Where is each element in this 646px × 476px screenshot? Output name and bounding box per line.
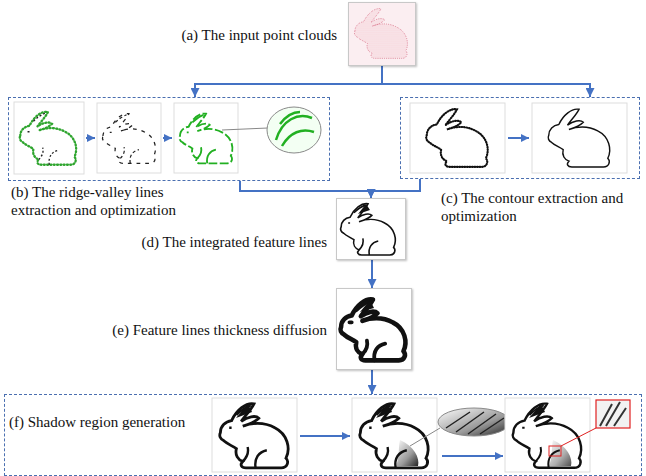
zoomed-lines xyxy=(276,112,314,146)
dashed-group: (f) Shadow region generation xyxy=(4,394,642,476)
image-frame xyxy=(352,398,437,472)
ear-shadow xyxy=(529,404,545,418)
dotted-contour-bunny xyxy=(426,109,488,167)
shadow-step-details xyxy=(229,405,267,467)
inset-box xyxy=(596,400,630,428)
stage-label: (e) Feature lines thickness diffusion xyxy=(112,321,327,339)
image-frame: (d) The integrated feature lines xyxy=(336,198,406,260)
image-ground xyxy=(348,2,416,66)
black-point-details xyxy=(28,113,59,164)
zoom-oval xyxy=(438,408,510,436)
thick-line-bunny xyxy=(340,299,405,360)
inset-marker xyxy=(549,446,561,456)
flow-arrow xyxy=(382,66,590,97)
zoom-leader xyxy=(222,128,268,130)
image-frame xyxy=(97,103,161,173)
shadow-step-details xyxy=(369,405,407,467)
zoom-circle xyxy=(267,107,321,153)
inset-leader xyxy=(561,428,596,446)
image-frame: (a) The input point clouds xyxy=(348,2,416,66)
ear-shadow xyxy=(360,300,374,312)
sparse-line-bunny xyxy=(102,114,155,164)
flow-arrow xyxy=(371,260,373,288)
step-arrow xyxy=(300,435,350,437)
image-frame xyxy=(532,103,627,173)
zoom-leader xyxy=(410,428,440,446)
stage-label: (a) The input point clouds xyxy=(181,26,337,44)
image-frame: (e) Feature lines thickness diffusion xyxy=(336,288,412,370)
thick-line-details xyxy=(349,301,385,360)
shadow-hatching xyxy=(446,412,504,434)
ear-shadow xyxy=(236,404,252,418)
stage-label: (c) The contour extraction and optimizat… xyxy=(441,189,636,225)
dashed-group: (c) The contour extraction and optimizat… xyxy=(400,97,640,179)
contour-bunny xyxy=(548,109,610,167)
feature-line-bunny xyxy=(341,204,396,255)
flow-arrow xyxy=(371,179,420,198)
step-arrow xyxy=(86,137,95,139)
ear-shadow xyxy=(358,204,370,214)
image-frame xyxy=(174,103,238,173)
shadow-step-bunny xyxy=(220,404,288,468)
shadow-step-bunny xyxy=(360,404,428,468)
optimized-green-bunny xyxy=(179,114,232,164)
step-arrow xyxy=(442,455,503,457)
step-arrow xyxy=(508,137,529,139)
final-details xyxy=(522,405,560,467)
stage-label: (d) The integrated feature lines xyxy=(142,233,327,251)
feature-line-details xyxy=(348,205,378,255)
sparse-line-details xyxy=(110,115,139,163)
optimized-green-details xyxy=(187,115,216,163)
image-frame xyxy=(410,103,505,173)
ear-shadow xyxy=(376,404,392,418)
stage-label: (f) Shadow region generation xyxy=(9,413,185,431)
step-arrow xyxy=(163,137,172,139)
image-frame xyxy=(212,398,297,472)
stage-label: (b) The ridge-valley lines extraction an… xyxy=(11,183,211,219)
dashed-group: (b) The ridge-valley lines extraction an… xyxy=(8,97,330,181)
point-cloud-bunny xyxy=(354,9,407,59)
green-point-bunny xyxy=(20,112,76,165)
flow-arrow xyxy=(195,66,382,97)
flow-arrow xyxy=(371,370,373,394)
image-frame xyxy=(505,398,590,472)
final-bunny xyxy=(513,404,581,468)
image-frame xyxy=(14,102,84,174)
inset-shading xyxy=(600,402,626,426)
flow-arrow xyxy=(240,181,371,198)
